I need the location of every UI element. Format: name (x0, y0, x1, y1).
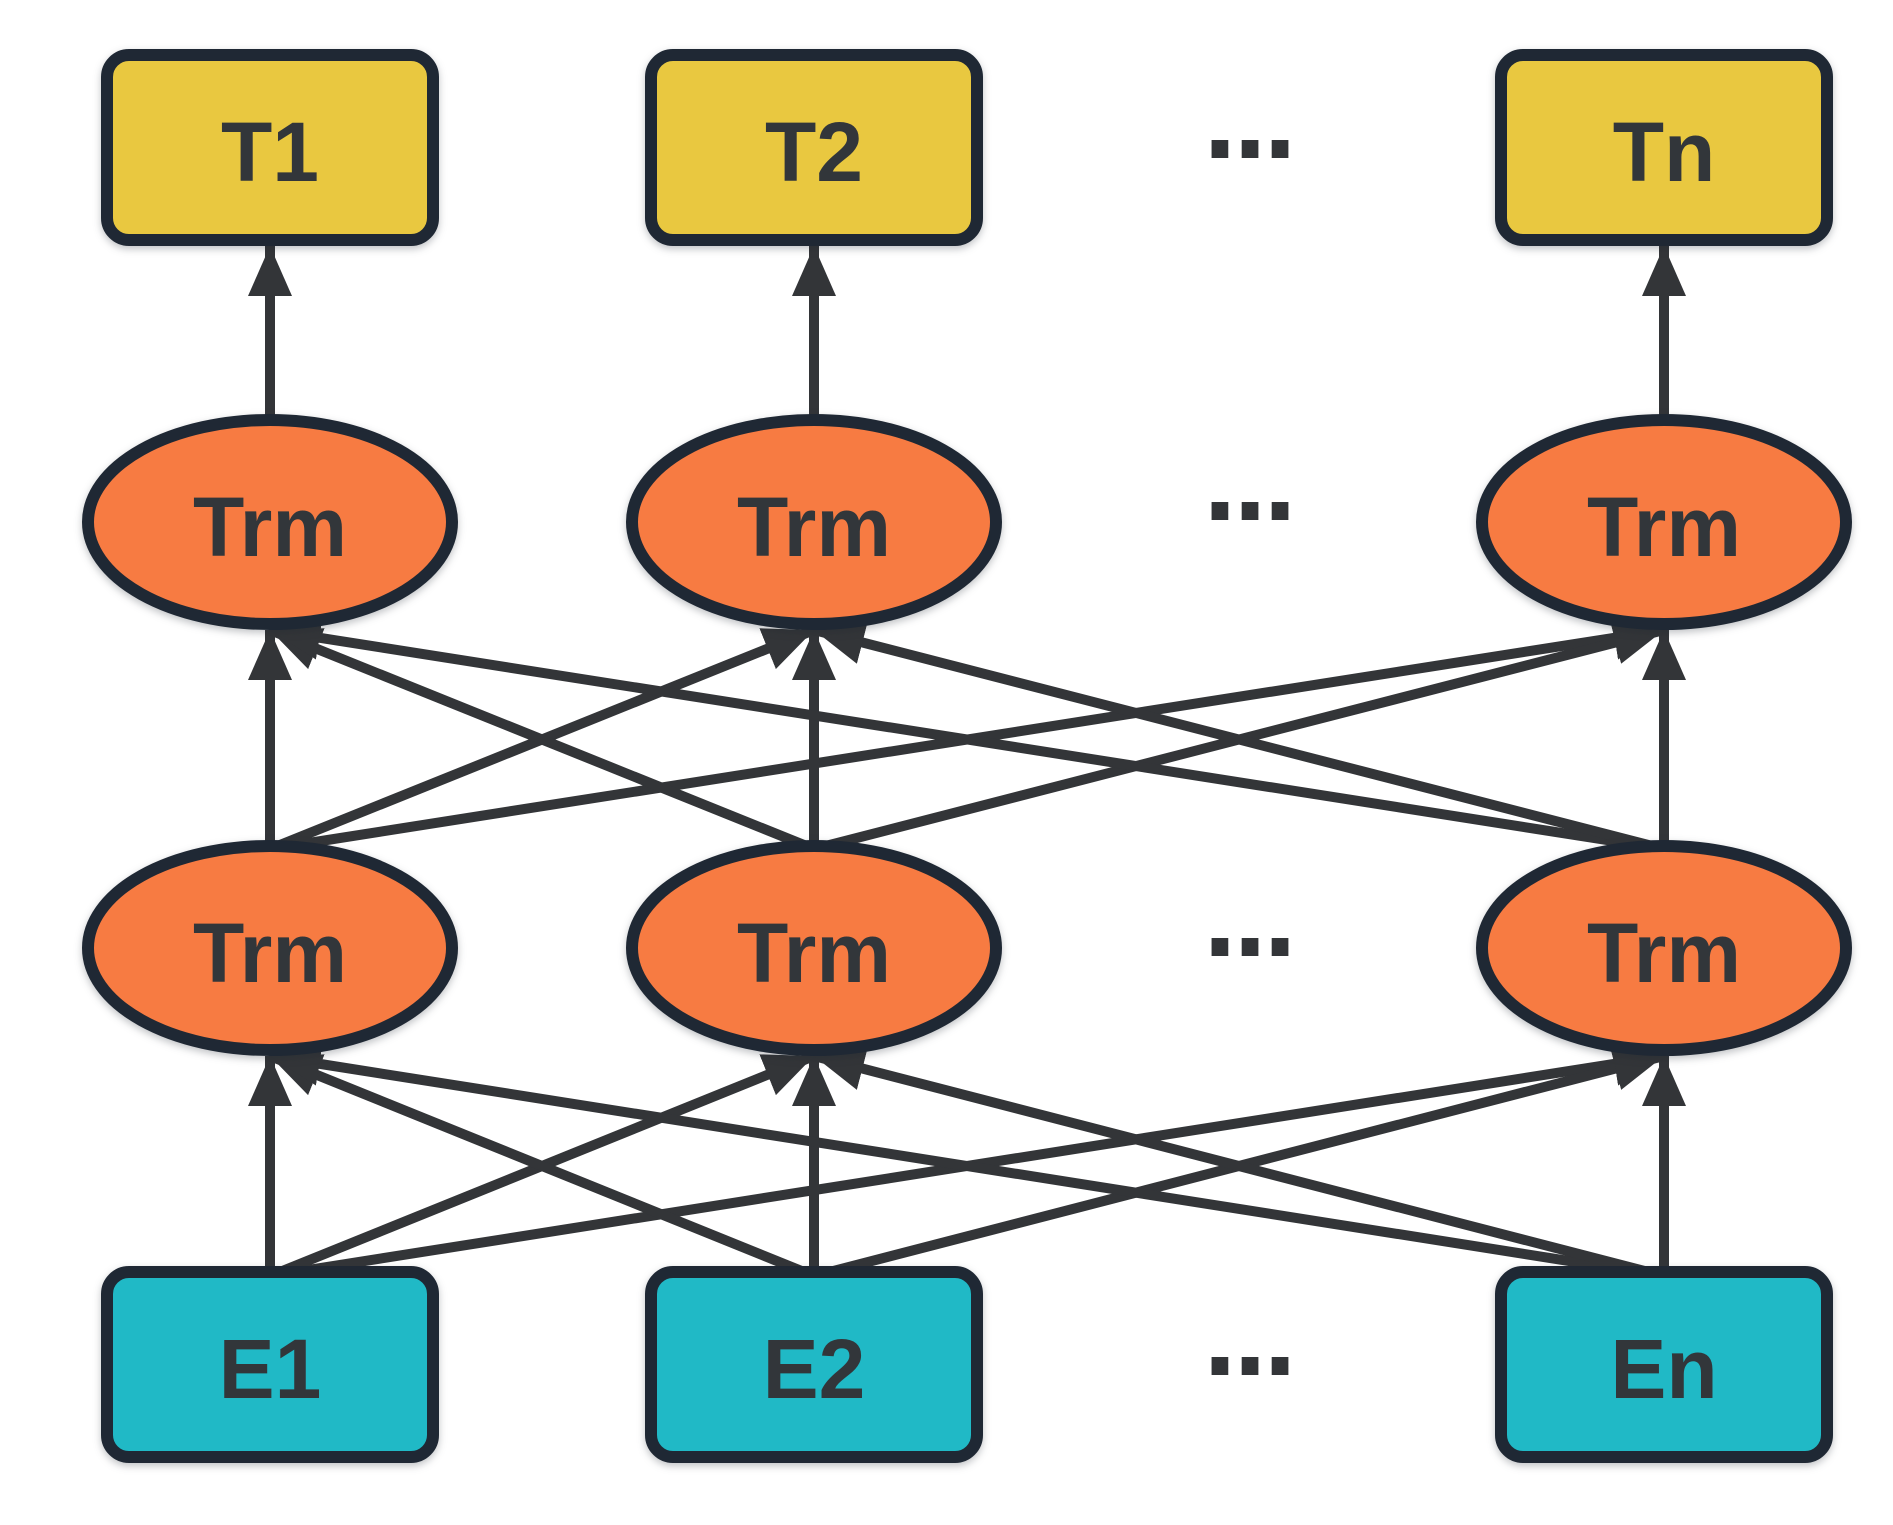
node-t2-label: T2 (765, 105, 863, 199)
node-tn (1495, 49, 1833, 246)
node-e1 (101, 1266, 439, 1463)
ellipsis-embeddings: ... (1202, 1288, 1292, 1398)
ellipsis-trm-lower: ... (1202, 869, 1292, 979)
node-en (1495, 1266, 1833, 1463)
edge-en-to-trm-lower-1 (269, 1042, 1665, 1281)
node-trm-upper-n-label: Trm (1587, 480, 1741, 574)
node-en-label: En (1610, 1322, 1717, 1416)
node-trm-upper-1 (82, 414, 458, 630)
edge-e2-to-trm-lower-1 (268, 1051, 816, 1281)
node-trm-upper-2-label: Trm (737, 480, 891, 574)
edge-trm-lower-2-to-trm-upper-1 (268, 625, 816, 854)
node-trm-lower-n-label: Trm (1587, 906, 1741, 1000)
row-outputs: T1 T2 Tn ... (101, 49, 1833, 246)
node-trm-upper-1-label: Trm (193, 480, 347, 574)
node-trm-upper-2 (626, 414, 1002, 630)
edges-embeddings-to-trm-lower (247, 1042, 1686, 1281)
node-trm-lower-1-label: Trm (193, 906, 347, 1000)
node-trm-lower-2-label: Trm (737, 906, 891, 1000)
ellipsis-outputs: ... (1202, 71, 1292, 181)
node-trm-lower-2 (626, 840, 1002, 1056)
node-e2 (645, 1266, 983, 1463)
edge-trm-lower-n-to-trm-upper-1 (269, 616, 1665, 854)
edge-en-to-trm-lower-2 (812, 1047, 1666, 1281)
row-trm-lower: Trm Trm Trm ... (82, 840, 1852, 1056)
node-trm-lower-1 (82, 840, 458, 1056)
edges-trm-lower-to-trm-upper (247, 616, 1686, 854)
node-e2-label: E2 (763, 1322, 866, 1416)
node-e1-label: E1 (219, 1322, 322, 1416)
row-embeddings: E1 E2 En ... (101, 1266, 1833, 1463)
edges-trm-upper-to-outputs (247, 246, 1686, 426)
node-trm-upper-n (1476, 414, 1852, 630)
edge-trm-lower-n-to-trm-upper-2 (812, 621, 1666, 854)
node-tn-label: Tn (1613, 105, 1716, 199)
ellipsis-trm-upper: ... (1202, 433, 1292, 543)
node-t2 (645, 49, 983, 246)
node-t1-label: T1 (221, 105, 319, 199)
row-trm-upper: Trm Trm Trm ... (82, 414, 1852, 630)
node-trm-lower-n (1476, 840, 1852, 1056)
node-t1 (101, 49, 439, 246)
